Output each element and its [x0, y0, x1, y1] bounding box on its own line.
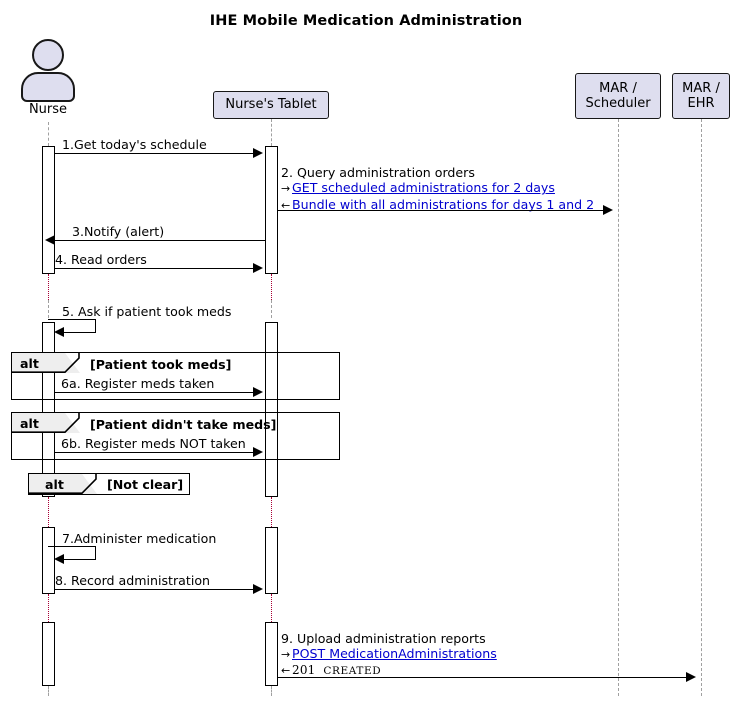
message-9-detail-1: →POST MedicationAdministrations — [281, 646, 497, 662]
activation-nurse-2 — [42, 322, 55, 497]
alt-fragment-2-tab-border — [12, 413, 80, 433]
alt-fragment-1-guard: [Patient took meds] — [90, 357, 232, 372]
message-7-self-bottom — [63, 559, 96, 560]
message-2-detail-1: →GET scheduled administrations for 2 day… — [281, 180, 594, 196]
message-7-self-top — [48, 546, 96, 547]
alt-fragment-1-tab-border — [12, 353, 80, 373]
lifeline-tablet-delay-3 — [271, 594, 272, 622]
message-2-label: 2. Query administration orders — [281, 165, 475, 180]
alt-fragment-2-guard: [Patient didn't take meds] — [90, 417, 277, 432]
participant-mar-ehr[interactable]: MAR / EHR — [672, 73, 730, 119]
message-7-arrow-head — [54, 554, 64, 564]
activation-tablet-1 — [265, 146, 278, 274]
diagram-title: IHE Mobile Medication Administration — [209, 13, 523, 29]
activation-tablet-4 — [265, 622, 278, 686]
lifeline-nurse-delay-1 — [48, 274, 49, 300]
arrow-left-glyph: ← — [281, 198, 291, 212]
message-8-label: 8. Record administration — [55, 573, 211, 588]
alt-fragment-3-tab-border — [29, 474, 97, 494]
message-9-detail-1-link[interactable]: POST MedicationAdministrations — [292, 646, 497, 662]
lifeline-tablet-seg1 — [271, 119, 272, 146]
message-8-arrow-line — [55, 589, 253, 590]
lifeline-nurse-seg3 — [48, 686, 49, 696]
activation-nurse-1 — [42, 146, 55, 274]
message-1-arrow-head — [253, 148, 263, 158]
message-3-label: 3.Notify (alert) — [72, 224, 165, 239]
participant-nurses-tablet[interactable]: Nurse's Tablet — [213, 91, 329, 119]
arrow-right-glyph: → — [281, 648, 291, 662]
message-1-arrow-line — [55, 153, 253, 154]
lifeline-nurse-delay-2 — [48, 497, 49, 527]
lifeline-ehr — [701, 119, 702, 696]
alt-fragment-2 — [11, 412, 340, 460]
message-9-status-text: CREATED — [316, 665, 382, 677]
message-5-self-right — [95, 319, 96, 333]
activation-tablet-2 — [265, 322, 278, 497]
alt-fragment-1 — [11, 352, 340, 400]
message-6a-arrow-head — [253, 387, 263, 397]
message-2-detail-2: ←Bundle with all administrations for day… — [281, 197, 594, 213]
lifeline-tablet-delay-1 — [271, 274, 272, 300]
alt-fragment-2-keyword: alt — [20, 416, 39, 431]
message-5-label: 5. Ask if patient took meds — [62, 304, 232, 319]
message-3-arrow-line — [55, 240, 265, 241]
alt-fragment-2-tab — [12, 413, 80, 433]
alt-fragment-1-tab — [12, 353, 80, 373]
message-9-arrow-head — [686, 672, 696, 682]
nurse-actor-head — [32, 39, 64, 71]
lifeline-nurse-seg2 — [48, 300, 49, 318]
arrow-right-glyph: → — [281, 182, 291, 196]
message-7-label: 7.Administer medication — [62, 531, 217, 546]
lifeline-scheduler — [618, 119, 619, 696]
message-7-self-right — [95, 546, 96, 560]
message-6b-label: 6b. Register meds NOT taken — [61, 436, 246, 451]
message-9-status-code: 201 — [292, 662, 316, 677]
lifeline-nurse-delay-3 — [48, 594, 49, 622]
message-4-arrow-head — [253, 263, 263, 273]
lifeline-tablet-seg2 — [271, 300, 272, 318]
message-2-arrow-head — [603, 205, 613, 215]
message-2-arrow-line — [278, 210, 603, 211]
message-9-arrow-line — [278, 677, 686, 678]
lifeline-tablet-delay-2 — [271, 497, 272, 527]
alt-fragment-1-keyword: alt — [20, 356, 39, 371]
nurse-actor-label: Nurse — [28, 102, 68, 117]
message-9-detail-2: ←201 CREATED — [281, 663, 497, 679]
lifeline-tablet-seg3 — [271, 686, 272, 696]
participant-mar-scheduler[interactable]: MAR / Scheduler — [575, 73, 661, 119]
activation-tablet-3 — [265, 527, 278, 594]
message-9-status-value: CREATED — [323, 664, 382, 677]
message-6a-label: 6a. Register meds taken — [61, 376, 215, 391]
message-4-label: 4. Read orders — [55, 252, 147, 267]
message-9-label: 9. Upload administration reports — [281, 631, 486, 646]
arrow-left-glyph: ← — [281, 663, 291, 677]
message-5-self-bottom — [63, 332, 96, 333]
message-2-detail-1-link[interactable]: GET scheduled administrations for 2 days — [292, 180, 555, 196]
message-1-label: 1.Get today's schedule — [62, 137, 207, 152]
message-6b-arrow-head — [253, 447, 263, 457]
message-6a-arrow-line — [55, 392, 253, 393]
nurse-actor-body — [21, 72, 75, 102]
alt-fragment-3-guard: [Not clear] — [107, 477, 184, 492]
message-2-detail-2-link[interactable]: Bundle with all administrations for days… — [292, 196, 595, 212]
activation-nurse-4 — [42, 622, 55, 686]
message-5-arrow-head — [54, 327, 64, 337]
message-3-arrow-head — [45, 235, 55, 245]
lifeline-nurse-seg1 — [48, 122, 49, 146]
alt-fragment-3 — [28, 473, 190, 495]
message-4-arrow-line — [55, 268, 253, 269]
alt-fragment-3-tab — [29, 474, 97, 494]
message-9-label-block: 9. Upload administration reports →POST M… — [281, 631, 497, 679]
message-5-self-top — [48, 319, 96, 320]
message-2-label-block: 2. Query administration orders →GET sche… — [281, 165, 594, 213]
alt-fragment-3-keyword: alt — [45, 477, 64, 492]
message-6b-arrow-line — [55, 452, 253, 453]
message-8-arrow-head — [253, 584, 263, 594]
